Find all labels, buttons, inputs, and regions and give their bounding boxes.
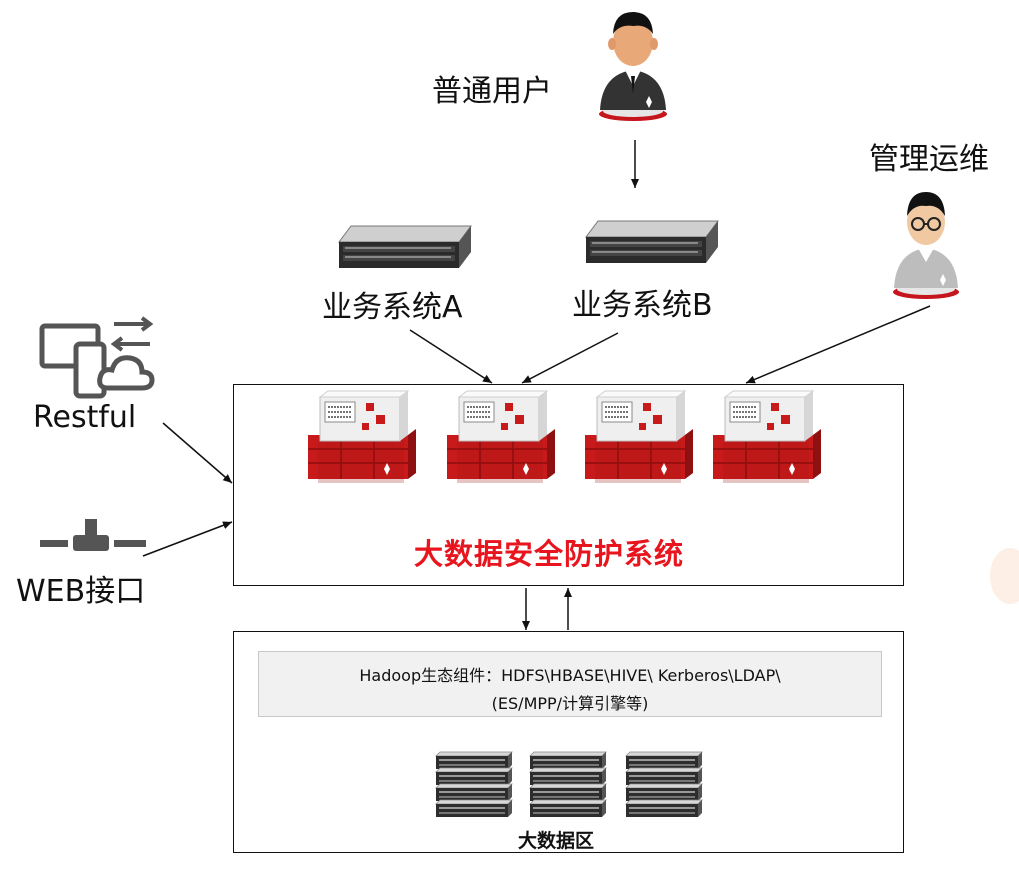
hadoop-components-panel: Hadoop生态组件：HDFS\HBASE\HIVE\ Kerberos\LDA… xyxy=(258,651,882,717)
security-appliance-icon xyxy=(308,390,416,483)
arrow-system-b-to-security xyxy=(521,332,619,384)
arrow-system-a-to-security xyxy=(409,329,493,384)
system-b-label: 业务系统B xyxy=(572,288,713,323)
bigdata-zone-box: Hadoop生态组件：HDFS\HBASE\HIVE\ Kerberos\LDA… xyxy=(233,631,904,853)
security-system-box: 大数据安全防护系统 xyxy=(233,384,904,586)
server-stack-icon xyxy=(435,751,513,817)
edge-decoration xyxy=(990,548,1019,604)
system-a-label: 业务系统A xyxy=(322,290,463,325)
restful-label: Restful xyxy=(33,400,137,435)
web-label: WEB接口 xyxy=(16,574,146,609)
admin-avatar-icon xyxy=(888,186,964,300)
hadoop-components-line2: (ES/MPP/计算引擎等) xyxy=(491,694,649,713)
arrow-admin-to-security xyxy=(745,305,931,384)
security-system-title: 大数据安全防护系统 xyxy=(414,537,685,571)
devices-cloud-icon xyxy=(38,316,160,402)
user-label: 普通用户 xyxy=(432,74,552,109)
system-b-server-icon xyxy=(584,219,720,267)
security-appliances xyxy=(234,385,905,525)
bigdata-zone-label: 大数据区 xyxy=(518,830,595,852)
network-port-icon xyxy=(40,517,146,557)
hadoop-components-line1: Hadoop生态组件：HDFS\HBASE\HIVE\ Kerberos\LDA… xyxy=(359,666,781,685)
user-avatar-icon xyxy=(594,4,672,122)
system-a-server-icon xyxy=(337,224,473,272)
arrow-web-to-security xyxy=(142,521,233,557)
arrow-restful-to-security xyxy=(162,422,233,484)
bigdata-server-stacks xyxy=(434,748,714,824)
admin-label: 管理运维 xyxy=(869,142,989,177)
